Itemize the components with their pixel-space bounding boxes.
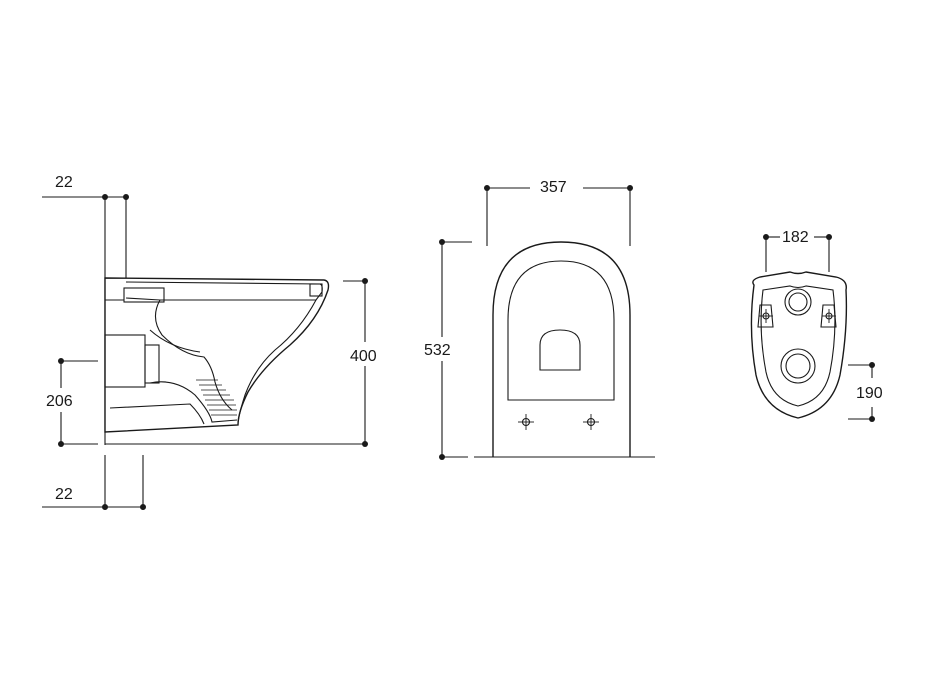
dim-dot xyxy=(123,194,129,200)
inner-bowl-rear xyxy=(237,299,317,423)
side-top-offset-label: 22 xyxy=(55,174,73,191)
trap-outline xyxy=(149,381,238,423)
dim-dot xyxy=(826,234,832,240)
bowl-back-wall xyxy=(149,329,201,353)
label-mask xyxy=(346,342,382,366)
trap-lower xyxy=(109,403,205,425)
bowl-opening xyxy=(539,329,581,371)
rear-spacing-label: 182 xyxy=(782,229,809,246)
rear-inner-outline xyxy=(760,285,836,407)
dim-dot xyxy=(102,194,108,200)
flush-inlet-inner xyxy=(788,292,808,312)
dim-dot xyxy=(439,239,445,245)
dim-dot xyxy=(869,362,875,368)
rear-fixing-left xyxy=(757,304,774,328)
rear-inlet-height-label: 190 xyxy=(856,385,883,402)
dim-dot xyxy=(484,185,490,191)
inlet-flange xyxy=(144,344,160,384)
rear-view: 182 190 xyxy=(750,229,883,422)
dim-dot xyxy=(869,416,875,422)
waste-outlet-outer xyxy=(780,348,816,384)
dim-dot xyxy=(627,185,633,191)
seat-inner-outline xyxy=(507,260,615,401)
rear-fixing-right xyxy=(820,304,837,328)
dim-dot xyxy=(140,504,146,510)
dim-dot xyxy=(58,358,64,364)
dim-dot xyxy=(763,234,769,240)
rear-outer-outline xyxy=(750,271,848,419)
side-outlet-height-label: 206 xyxy=(46,393,73,410)
top-view: 357 532 xyxy=(422,179,655,460)
fixing-hole-left xyxy=(518,414,534,430)
dim-dot xyxy=(58,441,64,447)
side-view: 22 22 206 400 xyxy=(42,174,382,510)
dim-dot xyxy=(362,278,368,284)
dim-dot xyxy=(362,441,368,447)
fixing-hole-right xyxy=(583,414,599,430)
flush-inlet-outer xyxy=(784,288,812,316)
rim-flush-hole xyxy=(309,283,323,297)
bowl-body-outline xyxy=(104,277,330,433)
dim-dot xyxy=(102,504,108,510)
side-height-label: 400 xyxy=(350,348,377,365)
side-bottom-offset-label: 22 xyxy=(55,486,73,503)
dim-dot xyxy=(439,454,445,460)
top-length-label: 532 xyxy=(424,342,451,359)
label-mask xyxy=(422,337,462,361)
label-mask xyxy=(44,388,78,412)
waste-outlet-inner xyxy=(785,353,811,379)
inner-bowl-curve xyxy=(154,299,233,411)
top-width-label: 357 xyxy=(540,179,567,196)
upper-mounting-block xyxy=(123,287,165,303)
seat-outer-outline xyxy=(492,241,631,457)
trap-hatching xyxy=(196,379,237,416)
